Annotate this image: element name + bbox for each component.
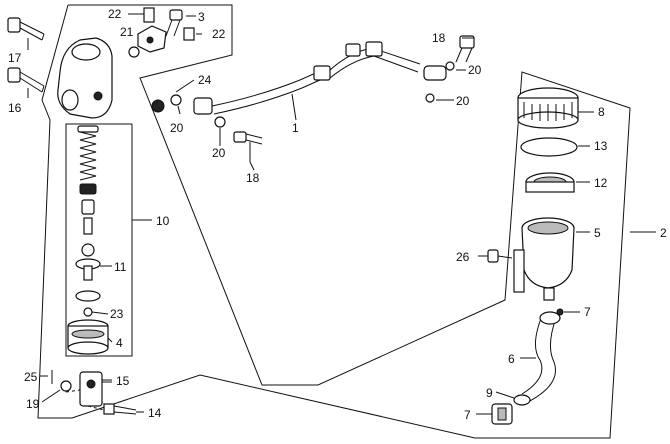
- reservoir-5: [513, 217, 575, 301]
- screw-26: [487, 249, 513, 263]
- callout-20a: 20: [468, 63, 482, 77]
- oil-bolt-18b: [233, 131, 263, 162]
- callout-6: 6: [508, 352, 515, 366]
- bolt-16: [7, 67, 45, 93]
- callout-20b: 20: [456, 94, 470, 108]
- callout-18b: 18: [246, 171, 260, 185]
- hose-6: [521, 315, 557, 403]
- callout-3: 3: [198, 10, 205, 24]
- callout-9: 9: [486, 386, 493, 400]
- piston-cup: [79, 183, 97, 195]
- oil-bolt-18a: [455, 35, 475, 63]
- o-ring-23: [83, 307, 93, 317]
- group-outline: [37, 4, 631, 439]
- diaphragm-plate-13: [520, 137, 578, 157]
- o-ring-21: [128, 46, 140, 58]
- bolt-17: [7, 17, 45, 41]
- washer-20b: [214, 116, 226, 128]
- leader-lines: [27, 13, 656, 415]
- joint-15: [79, 371, 112, 407]
- secondary-cup: [81, 243, 95, 257]
- callout-12: 12: [594, 176, 608, 190]
- callout-4: 4: [116, 336, 123, 350]
- callout-15: 15: [116, 374, 130, 388]
- clamp-7b: [491, 403, 513, 425]
- callout-1: 1: [292, 121, 299, 135]
- clamp-7a: [539, 308, 564, 325]
- diaphragm-12: [525, 172, 575, 193]
- reservoir-cap-8: [517, 87, 579, 129]
- boot-4: [67, 319, 109, 355]
- callout-18a: 18: [432, 31, 446, 45]
- callout-2: 2: [660, 226, 667, 240]
- bleed-screw-22a: [143, 7, 155, 23]
- callout-26: 26: [456, 250, 470, 264]
- push-rod: [83, 265, 93, 281]
- callout-5: 5: [594, 226, 601, 240]
- bracket-10: [65, 123, 133, 357]
- bleed-screw-22b: [183, 27, 195, 41]
- callout-20c: 20: [170, 121, 184, 135]
- spring: [77, 125, 99, 181]
- callout-14: 14: [148, 406, 162, 420]
- circlip: [75, 290, 101, 302]
- callout-22a: 22: [108, 7, 122, 21]
- callout-20d: 20: [212, 146, 226, 160]
- callout-8: 8: [598, 105, 605, 119]
- washer-20d: [425, 93, 435, 103]
- callout-24: 24: [198, 73, 212, 87]
- band-9: [513, 394, 531, 406]
- pin-14: [103, 403, 137, 415]
- callout-21: 21: [120, 25, 134, 39]
- callout-7a: 7: [584, 305, 591, 319]
- callout-10: 10: [156, 214, 170, 228]
- piston-rod: [83, 217, 93, 235]
- piston: [81, 199, 95, 215]
- callout-19: 19: [26, 397, 40, 411]
- hose-1: [193, 41, 447, 115]
- callout-17: 17: [8, 51, 22, 65]
- clip-19: [60, 380, 72, 392]
- callout-16: 16: [8, 101, 22, 115]
- bolt-24: [151, 99, 165, 113]
- callout-23: 23: [110, 307, 124, 321]
- washer-20a: [170, 94, 182, 106]
- callout-22b: 22: [212, 27, 226, 41]
- banjo-3: [165, 9, 183, 37]
- callout-13: 13: [594, 139, 608, 153]
- master-cylinder-body: [57, 37, 113, 119]
- callout-7b: 7: [464, 408, 471, 422]
- callout-25: 25: [24, 370, 38, 384]
- washer-20c: [445, 61, 455, 71]
- joint-plate-21: [137, 25, 167, 53]
- callout-11: 11: [114, 260, 127, 274]
